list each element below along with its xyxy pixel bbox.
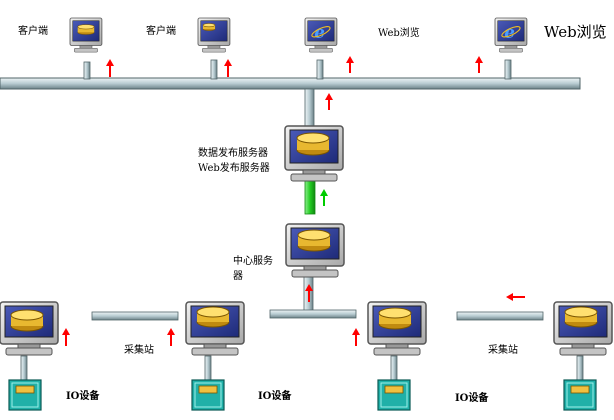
connector-bus-to-publish — [304, 88, 315, 128]
arrow-up-red — [224, 59, 232, 77]
io-device-unit-4 — [563, 379, 597, 411]
database-monitor-icon — [197, 17, 231, 53]
internet-explorer-monitor-icon: e — [304, 17, 338, 53]
label-collect-station-2: 采集站 — [488, 345, 518, 356]
connector-io-2 — [204, 355, 212, 381]
arrow-left-red — [506, 293, 525, 301]
io-device-unit-2 — [191, 379, 225, 411]
label-web-browse-1: Web浏览 — [378, 28, 420, 39]
database-monitor-icon — [367, 301, 427, 356]
io-device-unit-3 — [377, 379, 411, 411]
database-monitor-icon — [69, 17, 103, 53]
top-network-bus — [0, 77, 581, 90]
arrow-up-red — [62, 328, 70, 346]
arrow-up-red — [346, 56, 354, 73]
internet-explorer-monitor-icon: e — [494, 17, 528, 53]
arrow-up-green — [320, 189, 328, 206]
label-io-device-1: IO设备 — [66, 391, 100, 402]
label-client-2: 客户端 — [146, 26, 176, 37]
central-server — [285, 223, 345, 278]
svg-text:e: e — [314, 23, 325, 42]
client-terminal-1 — [69, 17, 103, 53]
connector-io-4 — [576, 355, 584, 381]
database-monitor-icon — [553, 301, 613, 356]
connector-web-2 — [504, 59, 512, 80]
arrow-up-red — [352, 328, 360, 346]
web-terminal-2: e — [494, 17, 528, 53]
web-terminal-1: e — [304, 17, 338, 53]
arrow-up-red — [475, 56, 483, 73]
publish-server — [284, 125, 344, 182]
lower-bus-right — [456, 311, 544, 321]
database-monitor-icon — [284, 125, 344, 182]
database-monitor-icon — [0, 301, 59, 356]
client-terminal-2 — [197, 17, 231, 53]
label-client-1: 客户端 — [18, 26, 48, 37]
io-device-icon — [377, 379, 411, 411]
svg-text:e: e — [504, 23, 514, 42]
lower-bus-center — [269, 309, 357, 319]
arrow-up-red — [106, 59, 114, 77]
io-device-icon — [563, 379, 597, 411]
io-device-icon — [8, 379, 42, 411]
connector-web-1 — [316, 59, 324, 80]
label-collect-station-1: 采集站 — [124, 345, 154, 356]
station-monitor-2 — [185, 301, 245, 356]
arrow-up-red — [325, 93, 333, 110]
database-monitor-icon — [285, 223, 345, 278]
station-monitor-1 — [0, 301, 59, 356]
label-publish-server: 数据发布服务器Web发布服务器 — [198, 148, 270, 174]
database-monitor-icon — [185, 301, 245, 356]
lower-bus-left — [91, 311, 179, 321]
connector-io-1 — [20, 355, 28, 381]
arrow-up-red — [305, 284, 313, 302]
label-io-device-3: IO设备 — [455, 393, 489, 404]
label-web-browse-2: Web浏览 — [544, 23, 607, 41]
connector-client-1 — [83, 61, 91, 80]
green-link — [304, 180, 316, 215]
station-monitor-4 — [553, 301, 613, 356]
arrow-up-red — [167, 328, 175, 346]
station-monitor-3 — [367, 301, 427, 356]
label-io-device-2: IO设备 — [258, 391, 292, 402]
label-central-server: 中心服务器 — [233, 256, 273, 282]
io-device-unit-1 — [8, 379, 42, 411]
connector-io-3 — [390, 355, 398, 381]
connector-client-2 — [210, 59, 218, 80]
io-device-icon — [191, 379, 225, 411]
